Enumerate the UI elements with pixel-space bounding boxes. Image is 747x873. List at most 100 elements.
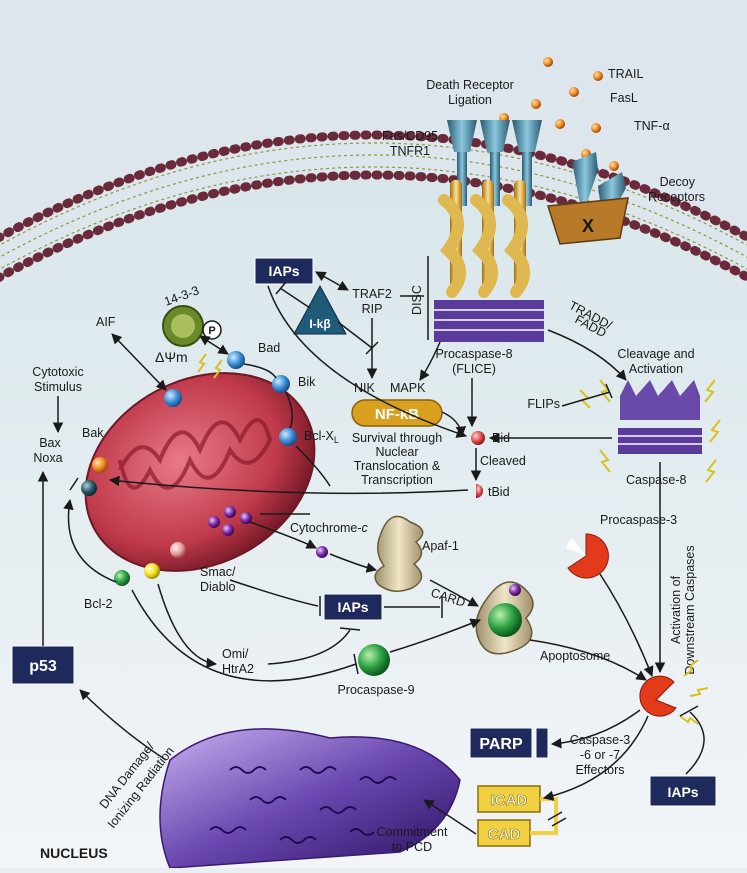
commitment-label: Commitment [377,825,448,839]
noxa-label: Noxa [33,451,62,465]
parp-box [469,727,533,759]
iaps-box-bottom [649,775,717,807]
activation-downstream-2: Downstream Caspases [683,545,697,674]
disc-label: DISC [410,285,424,315]
trail-label: TRAIL [608,67,643,81]
procaspase9-label: Procaspase-9 [337,683,414,697]
survival-3: Translocation & [354,459,441,473]
caspase-8-complex [618,380,702,454]
bcl2-sphere-green [114,570,130,586]
inhibit-iaps-ikb [279,287,311,309]
bik-sphere [272,375,290,393]
decoy-x-label: X [582,216,594,236]
iaps-label-top: IAPs [268,263,299,279]
bcl2-sphere-yellow [144,563,160,579]
decoy-receptors: X [547,152,629,245]
dpsim-bolts [197,353,223,379]
receptor [480,120,510,206]
cleavage-label: Cleavage and [617,347,694,361]
ligation-label: Ligation [448,93,492,107]
pathway-arrows [37,271,705,835]
p53-label: p53 [29,658,57,675]
death-receptor-label: Death Receptor [426,78,514,92]
bax-sphere [81,480,97,496]
receptors-label: Receptors [648,190,705,204]
flips-label: FLIPs [527,397,560,411]
decoy-x-block [547,197,629,245]
cell-membrane [0,130,747,283]
smac-sphere [170,542,186,558]
bad-label: Bad [258,341,280,355]
disc-complex: DISC [410,180,544,342]
smac-label: Smac/ [200,565,236,579]
survival-4: Transcription [361,473,433,487]
procaspase-8-block [434,300,544,342]
nik-label: NIK [354,381,376,395]
ligand-dot [543,57,553,67]
parp-label: PARP [479,736,523,753]
rip-label: RIP [362,302,383,316]
cytc-dot [222,524,234,536]
bad-sphere [227,351,245,369]
caspase3-active-shape [639,675,677,717]
cytc-label: Cytochrome-c [290,521,369,535]
to-pcd-label: to PCD [392,840,432,854]
apaf1-label: Apaf-1 [422,539,459,553]
procaspase9-sphere [358,644,390,676]
bclxl-sphere [279,428,297,446]
activation-label: Activation [629,362,683,376]
flice-label: (FLICE) [452,362,496,376]
nucleus-shape [159,728,461,869]
procaspase3-shape [567,533,609,579]
cytc-dot [224,506,236,518]
ikb-triangle [293,284,347,335]
fasl-label: FasL [610,91,638,105]
ikb-label: I-kβ [309,317,330,331]
ligand-dot [591,123,601,133]
p53-box [11,645,75,685]
tbid-sphere [476,484,483,498]
dna-strands [209,766,397,844]
bclxl-label: Bcl-XL [304,429,339,445]
traf2-label: TRAF2 [352,287,392,301]
bcl2-label: Bcl-2 [84,597,113,611]
tbid-label: tBid [488,485,510,499]
receptor [447,120,477,206]
aif-label: AIF [96,315,116,329]
nfkb-label: NF-κB [375,406,419,423]
activation-bolts [579,379,721,483]
death-receptors [447,120,542,206]
dpsim-label: ΔΨm [155,349,188,365]
activation-downstream-1: Activation of [669,575,683,644]
procaspase3-label: Procaspase-3 [600,513,677,527]
arrow-iaps-traf2 [315,271,349,291]
decoy-label: Decoy [660,175,696,189]
htra2-label: HtrA2 [222,662,254,676]
cad-label: CAD [488,826,521,843]
caspase3-effector-2: -6 or -7 [580,748,620,762]
survival-1: Survival through [352,431,442,445]
iaps-label-mid: IAPs [337,599,368,615]
cytotoxic-label: Cytotoxic [32,365,83,379]
bid-sphere [471,431,485,445]
apoptosome [475,581,534,655]
nfkb-pill [351,399,443,427]
iaps-label-bottom: IAPs [667,784,698,800]
ligand-dot [569,87,579,97]
nucleus-label: NUCLEUS [40,845,108,861]
cleaved-label: Cleaved [480,454,526,468]
receptor [512,120,542,206]
bak-sphere [92,457,108,473]
procaspase8-label: Procaspase-8 [435,347,512,361]
iaps-box-mid [323,593,383,621]
bax-label: Bax [39,436,61,450]
phosphate-label: P [208,325,215,337]
survival-2: Nuclear [375,445,418,459]
ligand-dot [531,99,541,109]
iaps-box-top [254,257,314,285]
bak-label: Bak [82,426,104,440]
apoptosome-label: Apoptosome [540,649,610,663]
apaf1-shape [374,515,424,592]
